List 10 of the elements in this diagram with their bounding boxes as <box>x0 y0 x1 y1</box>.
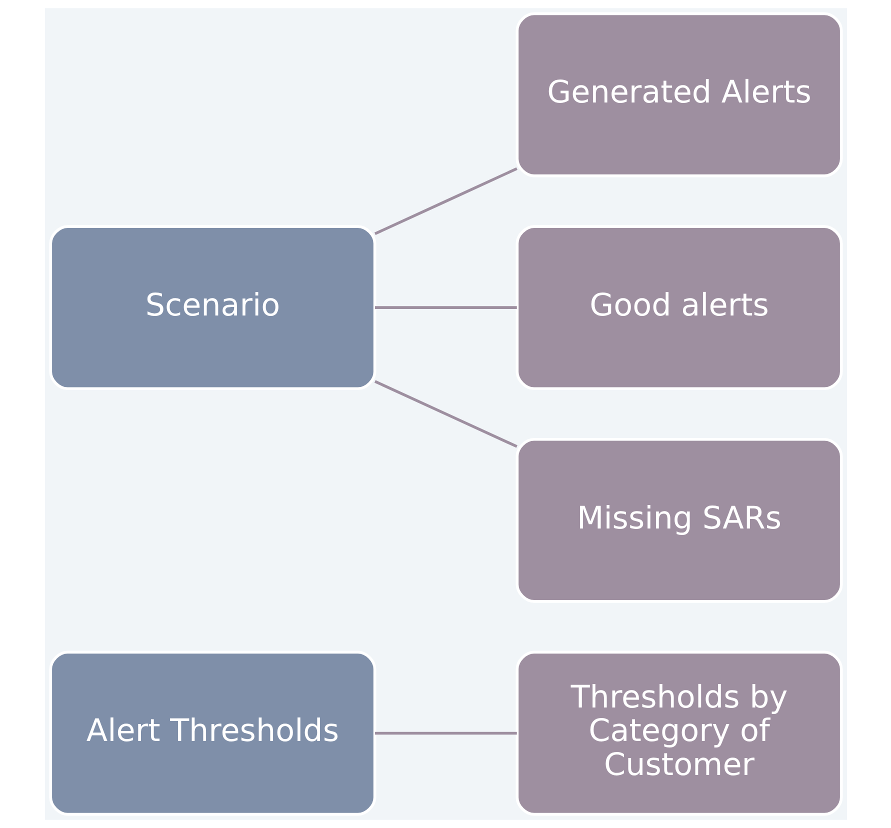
connector <box>374 167 517 236</box>
connector <box>374 380 517 448</box>
connector <box>374 306 516 309</box>
node-box: Generated Alerts <box>515 12 842 178</box>
node-box: Scenario <box>48 225 376 390</box>
node-box: Good alerts <box>515 225 842 390</box>
node-box: Missing SARs <box>515 438 842 603</box>
node-box: Alert Thresholds <box>48 650 376 816</box>
node-box: Thresholds by Category of Customer <box>515 650 842 816</box>
connector <box>374 732 516 735</box>
